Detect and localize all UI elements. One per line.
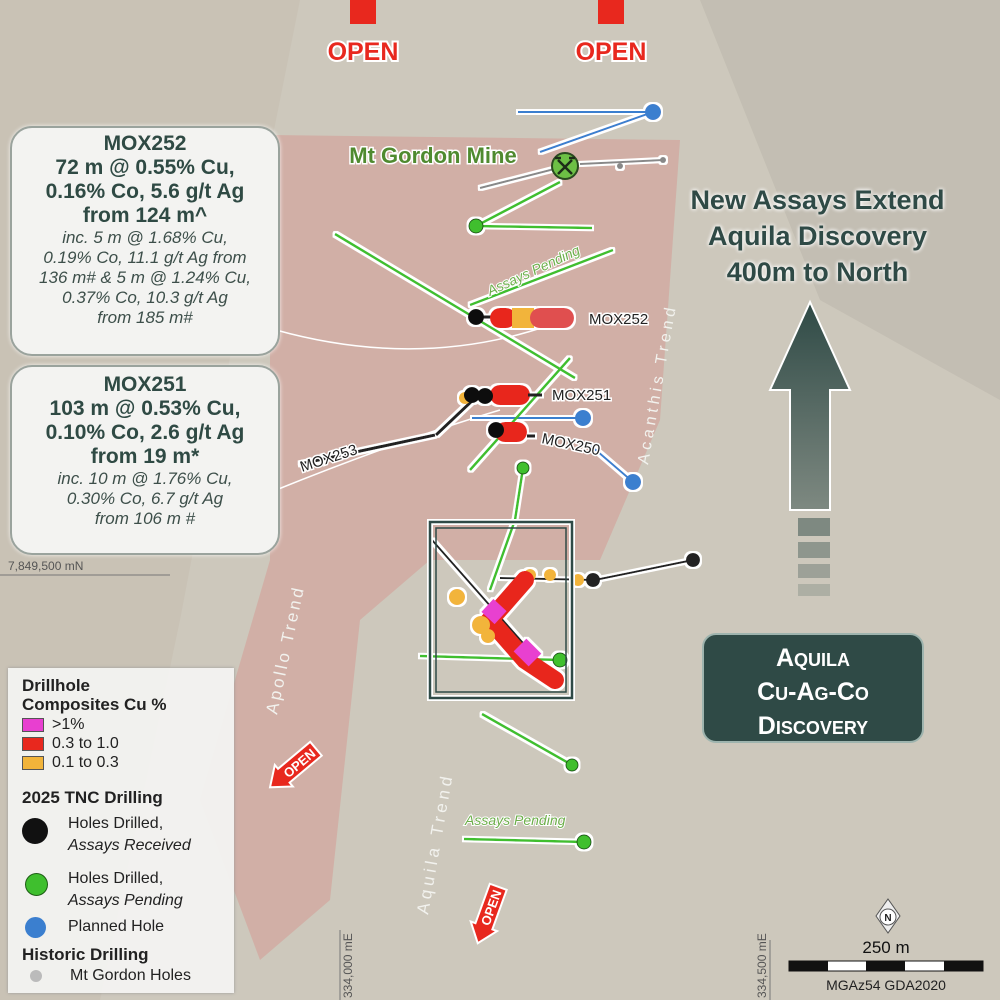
- callout-detail-line: 0.19% Co, 11.1 g/t Ag from: [43, 248, 247, 267]
- legend-label: 0.3 to 1.0: [52, 735, 119, 752]
- drillhole-mox252[interactable]: [468, 308, 574, 328]
- drillhole-mox253-trace: [299, 433, 436, 466]
- callout-detail-line: 0.37% Co, 10.3 g/t Ag: [62, 288, 228, 307]
- planned-hole: [518, 104, 661, 153]
- open-bar: [598, 0, 624, 24]
- open-bar: [350, 0, 376, 24]
- drillhole-aquila-main[interactable]: [431, 539, 564, 689]
- hole-label-mox252: MOX252: [589, 311, 648, 328]
- datum-label: MGAz54 GDA2020: [826, 977, 946, 993]
- swatch-orange: [22, 756, 44, 770]
- callout-main-line: 0.16% Co, 5.6 g/t Ag: [45, 180, 245, 203]
- pending-hole-trace: [334, 232, 576, 380]
- callout-main-line: 0.10% Co, 2.6 g/t Ag: [45, 421, 245, 444]
- callout-detail-line: from 106 m #: [94, 509, 196, 528]
- easting-label: 334,000 mE: [341, 933, 355, 998]
- easting-label: 334,500 mE: [755, 933, 769, 998]
- swatch-magenta: [22, 718, 44, 732]
- pending-hole-trace: [469, 357, 571, 471]
- callout-leader: [275, 324, 551, 350]
- black-dot-icon: [22, 818, 48, 844]
- legend-pending: Holes Drilled,Assays Pending: [68, 870, 183, 909]
- pending-hole: [468, 180, 593, 234]
- legend-item-gt1: >1%: [22, 716, 84, 734]
- scale-bar: [788, 960, 984, 972]
- headline-line: New Assays Extend: [690, 185, 945, 215]
- mine-label: Mt Gordon Mine: [349, 143, 516, 168]
- callout-title: MOX252: [103, 132, 187, 155]
- legend-historic: Mt Gordon Holes: [70, 967, 191, 984]
- callout-detail-line: from 185 m#: [97, 308, 193, 327]
- legend-label: >1%: [52, 716, 85, 733]
- open-label: OPEN: [576, 38, 647, 66]
- legend-received: Holes Drilled,Assays Received: [68, 815, 191, 854]
- assays-pending-label: Assays Pending: [464, 812, 566, 828]
- callout-title: MOX251: [103, 373, 187, 396]
- headline-line: 400m to North: [726, 257, 909, 287]
- north-arrow: N: [875, 898, 901, 934]
- headline-text: New Assays Extend Aquila Discovery 400m …: [650, 182, 985, 290]
- north-extension-arrow: [768, 299, 852, 596]
- callout-detail-line: inc. 10 m @ 1.76% Cu,: [57, 469, 233, 488]
- pending-hole-trace: [469, 248, 614, 307]
- callout-main-line: 103 m @ 0.53% Cu,: [49, 397, 241, 420]
- legend-item-0-1-0-3: 0.1 to 0.3: [22, 754, 119, 772]
- blue-dot-icon: [25, 917, 46, 938]
- svg-text:N: N: [884, 913, 891, 924]
- callout-main-line: from 124 m^: [82, 204, 208, 227]
- legend-item-0-3-1: 0.3 to 1.0: [22, 735, 119, 753]
- headline-line: Aquila Discovery: [707, 221, 928, 251]
- hole-label-mox251: MOX251: [552, 387, 611, 404]
- discovery-line: Aquila: [775, 644, 851, 672]
- scale-distance: 250 m: [862, 938, 909, 957]
- callout-detail-line: inc. 5 m @ 1.68% Cu,: [62, 228, 228, 247]
- aquila-discovery-box: Aquila Cu-Ag-Co Discovery: [702, 633, 924, 743]
- drillhole-mox250[interactable]: [488, 422, 535, 442]
- legend-section: Historic Drilling: [22, 945, 149, 964]
- drillhole-mox251[interactable]: [434, 385, 542, 437]
- legend-title: Composites Cu %: [22, 695, 167, 714]
- callout-main-line: from 19 m*: [90, 445, 200, 468]
- legend: Drillhole Composites Cu % >1% 0.3 to 1.0…: [8, 668, 234, 993]
- discovery-line: Cu-Ag-Co: [757, 678, 869, 706]
- discovery-line: Discovery: [757, 712, 869, 740]
- callout-mox251: MOX251 103 m @ 0.53% Cu, 0.10% Co, 2.6 g…: [10, 365, 280, 555]
- green-dot-icon: [25, 873, 48, 896]
- legend-title: Drillhole: [22, 676, 91, 695]
- grey-dot-icon: [30, 970, 42, 982]
- legend-label: 0.1 to 0.3: [52, 754, 119, 771]
- callout-detail-line: 136 m# & 5 m @ 1.24% Cu,: [39, 268, 251, 287]
- pending-hole: [481, 712, 579, 772]
- legend-planned: Planned Hole: [68, 918, 165, 935]
- callout-mox252: MOX252 72 m @ 0.55% Cu, 0.16% Co, 5.6 g/…: [10, 126, 280, 356]
- northing-label: 7,849,500 mN: [8, 559, 83, 573]
- crossed-hammers-icon: [555, 156, 575, 175]
- callout-main-line: 72 m @ 0.55% Cu,: [55, 156, 235, 179]
- swatch-red: [22, 737, 44, 751]
- callout-detail-line: 0.30% Co, 6.7 g/t Ag: [66, 489, 224, 508]
- open-label: OPEN: [328, 38, 399, 66]
- planned-hole: [472, 410, 591, 426]
- planned-hole: [589, 444, 641, 490]
- mt-gordon-mine-marker[interactable]: [551, 152, 579, 180]
- legend-section: 2025 TNC Drilling: [22, 788, 163, 807]
- pending-hole: [463, 834, 592, 850]
